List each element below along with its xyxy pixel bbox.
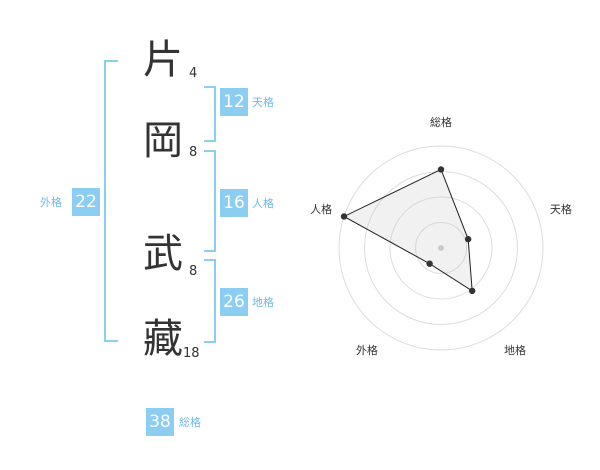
tenkaku-bracket	[204, 86, 216, 142]
name-char-1: 片	[143, 37, 183, 83]
radar-point-5	[340, 213, 348, 220]
radar-center-dot	[438, 245, 444, 251]
stroke-count-4: 18	[183, 346, 200, 361]
radar-axis-label-5: 人格	[310, 202, 332, 216]
radar-data-points	[340, 166, 476, 295]
radar-ring	[415, 222, 467, 274]
radar-point-2	[464, 235, 472, 243]
radar-data-area	[342, 168, 473, 292]
jinkaku-bracket	[204, 150, 216, 252]
chikaku-bracket	[204, 259, 216, 343]
tenkaku-label: 天格	[252, 96, 274, 109]
radar-ring	[389, 196, 493, 300]
stroke-count-2: 8	[189, 145, 198, 160]
radar-axis-label-4: 外格	[356, 343, 378, 357]
soukaku-value-badge: 38	[146, 408, 174, 436]
radar-axis-label-1: 総格	[430, 115, 452, 129]
radar-point-3	[468, 287, 476, 295]
radar-point-4	[426, 260, 433, 267]
jinkaku-label: 人格	[252, 197, 274, 210]
name-char-4: 藏	[143, 316, 183, 362]
stroke-count-3: 8	[189, 264, 198, 279]
name-char-3: 武	[143, 231, 183, 277]
radar-axis-label-2: 天格	[550, 202, 572, 216]
chikaku-value-badge: 26	[220, 288, 248, 316]
radar-ring	[338, 145, 544, 351]
jinkaku-value-badge: 16	[220, 189, 248, 217]
tenkaku-value-badge: 12	[220, 88, 248, 116]
stroke-count-1: 4	[189, 66, 198, 81]
radar-point-1	[437, 166, 445, 173]
name-char-2: 岡	[143, 118, 183, 164]
radar-grid	[338, 145, 544, 351]
gaikaku-label: 外格	[40, 196, 62, 209]
soukaku-label: 総格	[179, 416, 201, 429]
gaikaku-bracket	[104, 60, 118, 342]
gaikaku-value-badge: 22	[72, 188, 100, 216]
radar-axis-label-3: 地格	[504, 343, 526, 357]
chikaku-label: 地格	[252, 296, 274, 309]
